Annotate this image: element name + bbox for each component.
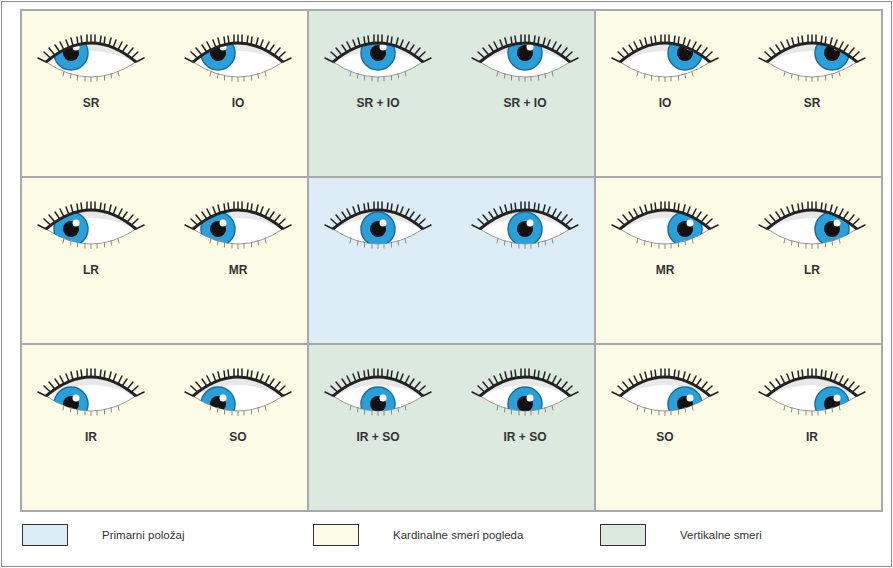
legend-entry: Primarni položaj [22,524,184,546]
eye [38,35,144,82]
gaze-cell: MR LR [595,177,882,344]
eye [325,369,431,421]
muscle-label: IR [81,430,101,444]
eye [612,35,718,82]
muscle-label: SR [79,96,104,110]
legend-swatch [313,524,359,546]
gaze-cell: SO IR [595,344,882,511]
muscle-label: SR [800,96,825,110]
gaze-cell: IR SO [21,344,308,511]
eye [612,369,718,421]
muscle-label: IR [802,430,822,444]
eye [612,202,718,249]
eye [759,35,865,82]
eye [38,202,144,249]
legend-swatch [22,524,68,546]
muscle-label: LR [79,263,103,277]
muscle-label: SO [652,430,678,444]
gaze-cell: IO SR [595,10,882,177]
eye [185,202,291,249]
gaze-cell: SR + IO SR + IO [308,10,595,177]
eye [472,369,578,421]
muscle-label: SR + IO [352,96,404,110]
eye [472,202,578,249]
legend-entry: Vertikalne smeri [600,524,762,546]
eye [759,369,865,421]
legend-text: Vertikalne smeri [680,529,762,541]
gaze-cell: IR + SO IR + SO [308,344,595,511]
legend-entry: Kardinalne smeri pogleda [313,524,523,546]
muscle-label: IO [655,96,676,110]
muscle-label: MR [652,263,679,277]
eye [325,202,431,249]
gaze-cell: SR IO [21,10,308,177]
eye [325,35,431,82]
muscle-label: IR + SO [352,430,404,444]
primary-position-cell [308,177,595,344]
muscle-label: IO [228,96,249,110]
legend-text: Primarni položaj [102,529,184,541]
eye [38,369,144,421]
eye [185,35,291,82]
muscle-label: LR [800,263,824,277]
muscle-label: SR + IO [499,96,551,110]
gaze-cell: LR MR [21,177,308,344]
legend-text: Kardinalne smeri pogleda [393,529,523,541]
eye [472,35,578,82]
muscle-label: SO [225,430,251,444]
eye [759,202,865,249]
cell-grounds [21,10,882,511]
muscle-label: MR [225,263,252,277]
eye [185,369,291,421]
legend-swatch [600,524,646,546]
muscle-label: IR + SO [499,430,551,444]
